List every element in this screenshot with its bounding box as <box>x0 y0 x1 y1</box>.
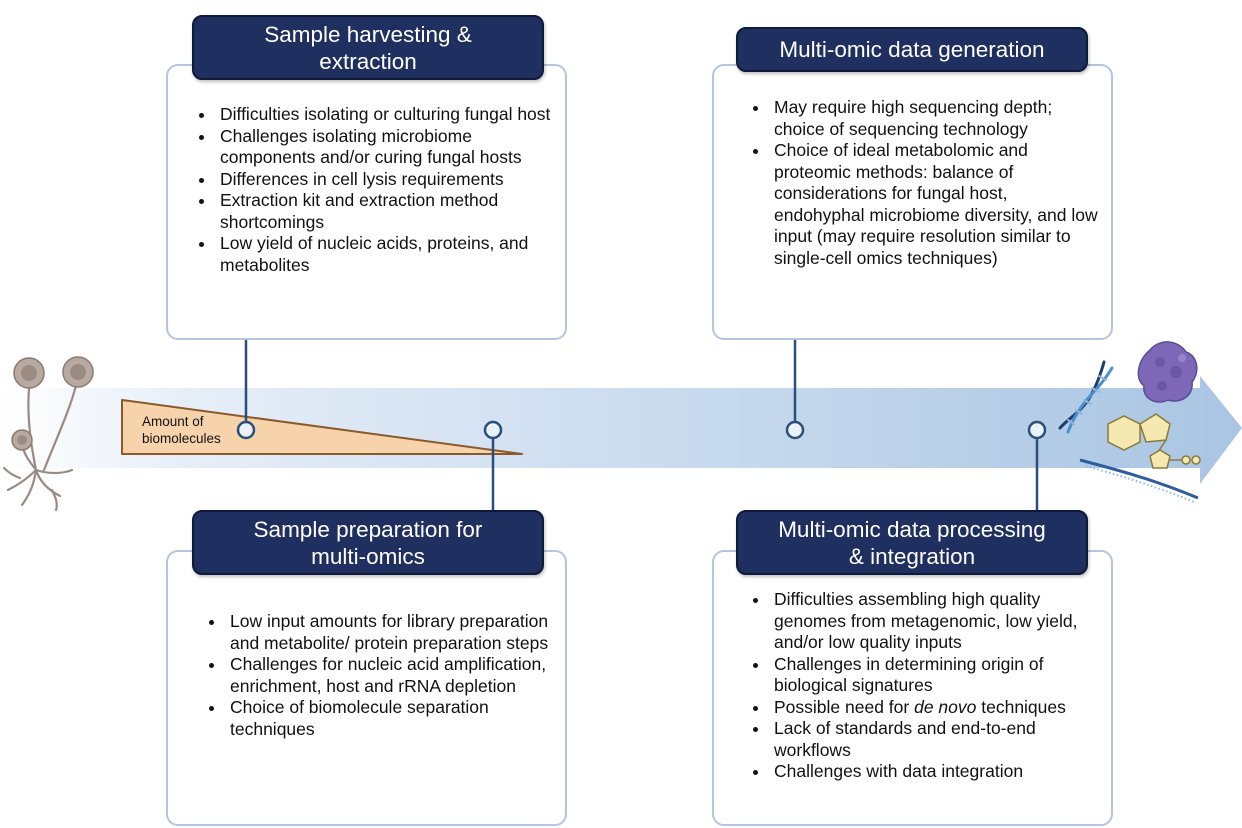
connector-node-generation <box>785 420 805 440</box>
connector-node-preparation <box>483 420 503 440</box>
stage-list-harvest: Difficulties isolating or culturing fung… <box>196 104 561 276</box>
stage-list-preparation: Low input amounts for library preparatio… <box>206 611 556 740</box>
metabolite-icon <box>1107 413 1201 469</box>
list-item: Challenges with data integration <box>770 761 1110 783</box>
protein-icon <box>1137 341 1198 403</box>
stage-box-generation <box>712 64 1113 340</box>
list-item: Low input amounts for library preparatio… <box>226 611 556 654</box>
stage-title-harvest-line2: extraction <box>319 48 417 74</box>
list-item: May require high sequencing depth; choic… <box>770 97 1100 140</box>
stage-box-harvest <box>166 64 567 340</box>
list-item: Lack of standards and end-to-end workflo… <box>770 718 1110 761</box>
connector-node-harvest <box>236 420 256 440</box>
stage-title-harvest-line1: Sample harvesting & <box>264 21 472 47</box>
stage-header-preparation: Sample preparation for multi-omics <box>192 510 544 575</box>
stage-box-processing <box>712 550 1113 826</box>
stage-title-preparation-line1: Sample preparation for <box>253 516 483 542</box>
list-item-text: Possible need for <box>774 696 915 717</box>
stage-box-preparation <box>166 550 567 826</box>
wedge-label-line2: biomolecules <box>142 431 221 446</box>
fungus-icon <box>2 356 94 512</box>
list-item-text-end: techniques <box>976 696 1066 717</box>
list-item: Difficulties isolating or culturing fung… <box>216 104 561 126</box>
stage-header-generation: Multi-omic data generation <box>736 27 1088 72</box>
stage-header-harvest: Sample harvesting & extraction <box>192 15 544 80</box>
stage-title-processing-line2: & integration <box>848 543 976 569</box>
dna-icon <box>1058 360 1114 434</box>
stage-header-processing: Multi-omic data processing & integration <box>736 510 1088 575</box>
list-item: Choice of ideal metabolomic and proteomi… <box>770 140 1100 269</box>
list-item: Choice of biomolecule separation techniq… <box>226 697 556 740</box>
connector-node-processing <box>1027 420 1047 440</box>
stage-title-processing-line1: Multi-omic data processing <box>778 516 1046 542</box>
wedge-label-line1: Amount of <box>142 414 204 429</box>
list-item: Possible need for de novo techniques <box>770 697 1110 719</box>
list-item-emphasis: de novo <box>914 696 977 717</box>
stage-title-preparation-line2: multi-omics <box>311 543 425 569</box>
list-item: Challenges for nucleic acid amplificatio… <box>226 654 556 697</box>
list-item: Difficulties assembling high quality gen… <box>770 589 1110 654</box>
list-item: Challenges isolating microbiome componen… <box>216 126 561 169</box>
progress-arrow <box>0 376 1242 484</box>
list-item: Low yield of nucleic acids, proteins, an… <box>216 233 561 276</box>
biomolecule-wedge <box>121 399 523 455</box>
list-item: Challenges in determining origin of biol… <box>770 654 1110 697</box>
wedge-label: Amount of biomolecules <box>142 413 221 447</box>
rna-icon <box>1079 458 1199 503</box>
stage-title-generation: Multi-omic data generation <box>779 37 1045 62</box>
stage-list-generation: May require high sequencing depth; choic… <box>750 97 1100 269</box>
list-item: Extraction kit and extraction method sho… <box>216 190 561 233</box>
stage-list-processing: Difficulties assembling high quality gen… <box>750 589 1110 783</box>
list-item: Differences in cell lysis requirements <box>216 169 561 191</box>
